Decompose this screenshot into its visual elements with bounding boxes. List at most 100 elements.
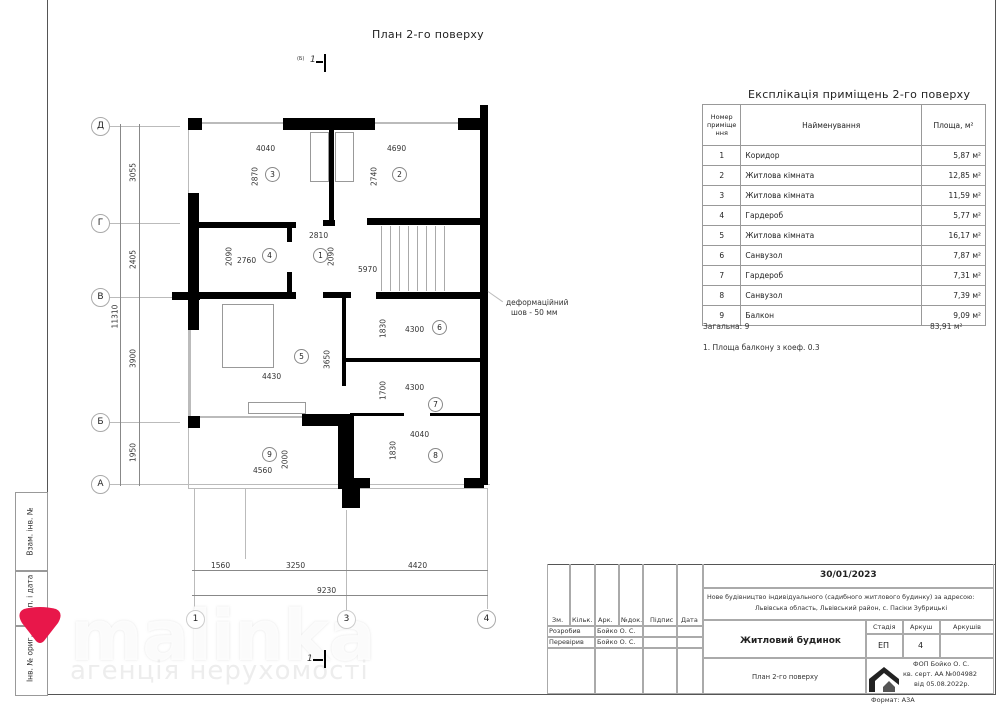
cell-num: 5 bbox=[701, 225, 742, 246]
col-zm: Зм. bbox=[552, 616, 564, 624]
cell-num: 1 bbox=[701, 145, 742, 166]
stamp-cell bbox=[595, 637, 643, 648]
stamp-cell bbox=[903, 620, 940, 634]
axis-line bbox=[194, 489, 195, 609]
tv-unit bbox=[248, 402, 306, 414]
window bbox=[202, 122, 283, 124]
axis-marker-v: В bbox=[91, 288, 110, 307]
room-number-2: 2 bbox=[392, 167, 407, 182]
wall bbox=[464, 478, 484, 488]
project-line2: Львівська область, Львівський район, с. … bbox=[755, 605, 948, 612]
deformation-note-line1: деформаційний bbox=[506, 298, 569, 307]
room-3-height: 2870 bbox=[250, 166, 260, 187]
window bbox=[375, 122, 458, 124]
stamp-cell bbox=[547, 637, 595, 648]
wall bbox=[287, 272, 292, 298]
wardrobe bbox=[310, 132, 329, 182]
section-mark-line bbox=[324, 54, 326, 72]
company-line1: ФОП Бойко О. С. bbox=[913, 660, 970, 668]
room-number-5: 5 bbox=[294, 349, 309, 364]
wall bbox=[352, 478, 370, 488]
col-kilk: Кільк. bbox=[572, 616, 593, 624]
room-5-height: 3650 bbox=[322, 349, 332, 370]
stamp-cell bbox=[866, 634, 903, 658]
wall bbox=[430, 413, 482, 416]
room-1-width: 2810 bbox=[309, 231, 329, 240]
axis-line bbox=[110, 223, 180, 224]
cell-num: 6 bbox=[701, 245, 742, 266]
col-pidpys: Підпис bbox=[650, 616, 674, 624]
stamp-project-cell bbox=[703, 588, 994, 620]
stamp-cell bbox=[595, 648, 643, 694]
stamp-object-cell bbox=[703, 620, 866, 658]
section-mark-label-small: (Б) bbox=[297, 56, 305, 62]
room-4-height: 2090 bbox=[224, 246, 234, 267]
drawing-sheet-frame bbox=[47, 0, 996, 695]
wall bbox=[350, 413, 404, 416]
header-area: Площа, м² bbox=[921, 104, 986, 146]
stamp-company-cell bbox=[866, 658, 994, 694]
wall bbox=[329, 130, 334, 225]
dimension-line-total bbox=[120, 124, 121, 486]
wall bbox=[458, 118, 484, 130]
room-6-width: 4300 bbox=[405, 325, 425, 334]
cell-num: 8 bbox=[701, 285, 742, 306]
axis-line bbox=[110, 484, 490, 485]
room-6-height: 1830 bbox=[378, 318, 388, 339]
cell-name: Гардероб bbox=[740, 265, 922, 286]
cell-name: Житлова кімната bbox=[740, 225, 922, 246]
room-1-height: 2090 bbox=[326, 246, 336, 267]
wall bbox=[344, 358, 482, 362]
cell-name: Санвузол bbox=[740, 245, 922, 266]
axis-marker-3: 3 bbox=[337, 610, 356, 629]
cell-name: Гардероб bbox=[740, 205, 922, 226]
stamp-sheet-name-cell bbox=[703, 658, 866, 694]
dimension-col-3: 4420 bbox=[408, 561, 428, 570]
object-name: Житловий будинок bbox=[740, 636, 841, 646]
side-stamp-cell-substitute: Взам. інв. № bbox=[15, 492, 48, 572]
explication-note: 1. Площа балкону з коеф. 0.3 bbox=[703, 343, 820, 352]
sheet-label: Аркуш bbox=[910, 623, 933, 631]
stamp-cell bbox=[677, 564, 703, 626]
stamp-cell bbox=[643, 648, 677, 694]
table-header-row: Номер приміще ння Найменування Площа, м² bbox=[701, 104, 986, 146]
stamp-cell bbox=[677, 637, 703, 648]
wall bbox=[283, 118, 375, 130]
room-8-height: 1830 bbox=[388, 440, 398, 461]
stamp-cell bbox=[643, 564, 677, 626]
corridor-length: 5970 bbox=[358, 265, 378, 274]
axis-marker-g: Г bbox=[91, 214, 110, 233]
window bbox=[189, 330, 191, 416]
cell-area: 7,31 м² bbox=[921, 265, 986, 286]
dimension-row-4: 1950 bbox=[128, 442, 138, 463]
checked-label: Перевірив bbox=[549, 638, 584, 646]
dimension-row-1: 3055 bbox=[128, 162, 138, 183]
stamp-cell bbox=[570, 564, 595, 626]
drawing-title: План 2-го поверху bbox=[372, 28, 484, 41]
cell-num: 9 bbox=[701, 305, 742, 326]
explication-table: Номер приміще ння Найменування Площа, м²… bbox=[701, 104, 986, 326]
room-2-height: 2740 bbox=[369, 166, 379, 187]
room-number-7: 7 bbox=[428, 397, 443, 412]
wall bbox=[188, 193, 199, 300]
section-mark-label: 1 bbox=[310, 55, 316, 65]
stamp-cell bbox=[595, 564, 619, 626]
room-2-width: 4690 bbox=[387, 144, 407, 153]
axis-line bbox=[245, 489, 246, 559]
dimension-col-2: 3250 bbox=[286, 561, 306, 570]
staircase bbox=[373, 226, 453, 291]
cell-area: 12,85 м² bbox=[921, 165, 986, 186]
section-mark-line bbox=[324, 650, 326, 668]
dimension-col-1: 1560 bbox=[211, 561, 231, 570]
company-line3: від 05.08.2022р. bbox=[914, 680, 970, 688]
stamp-cell bbox=[595, 626, 643, 637]
project-line1: Нове будівництво індивідуального (садибн… bbox=[707, 594, 975, 601]
wall bbox=[188, 292, 199, 330]
room-7-width: 4300 bbox=[405, 383, 425, 392]
cell-area: 7,39 м² bbox=[921, 285, 986, 306]
axis-marker-b: Б bbox=[91, 413, 110, 432]
